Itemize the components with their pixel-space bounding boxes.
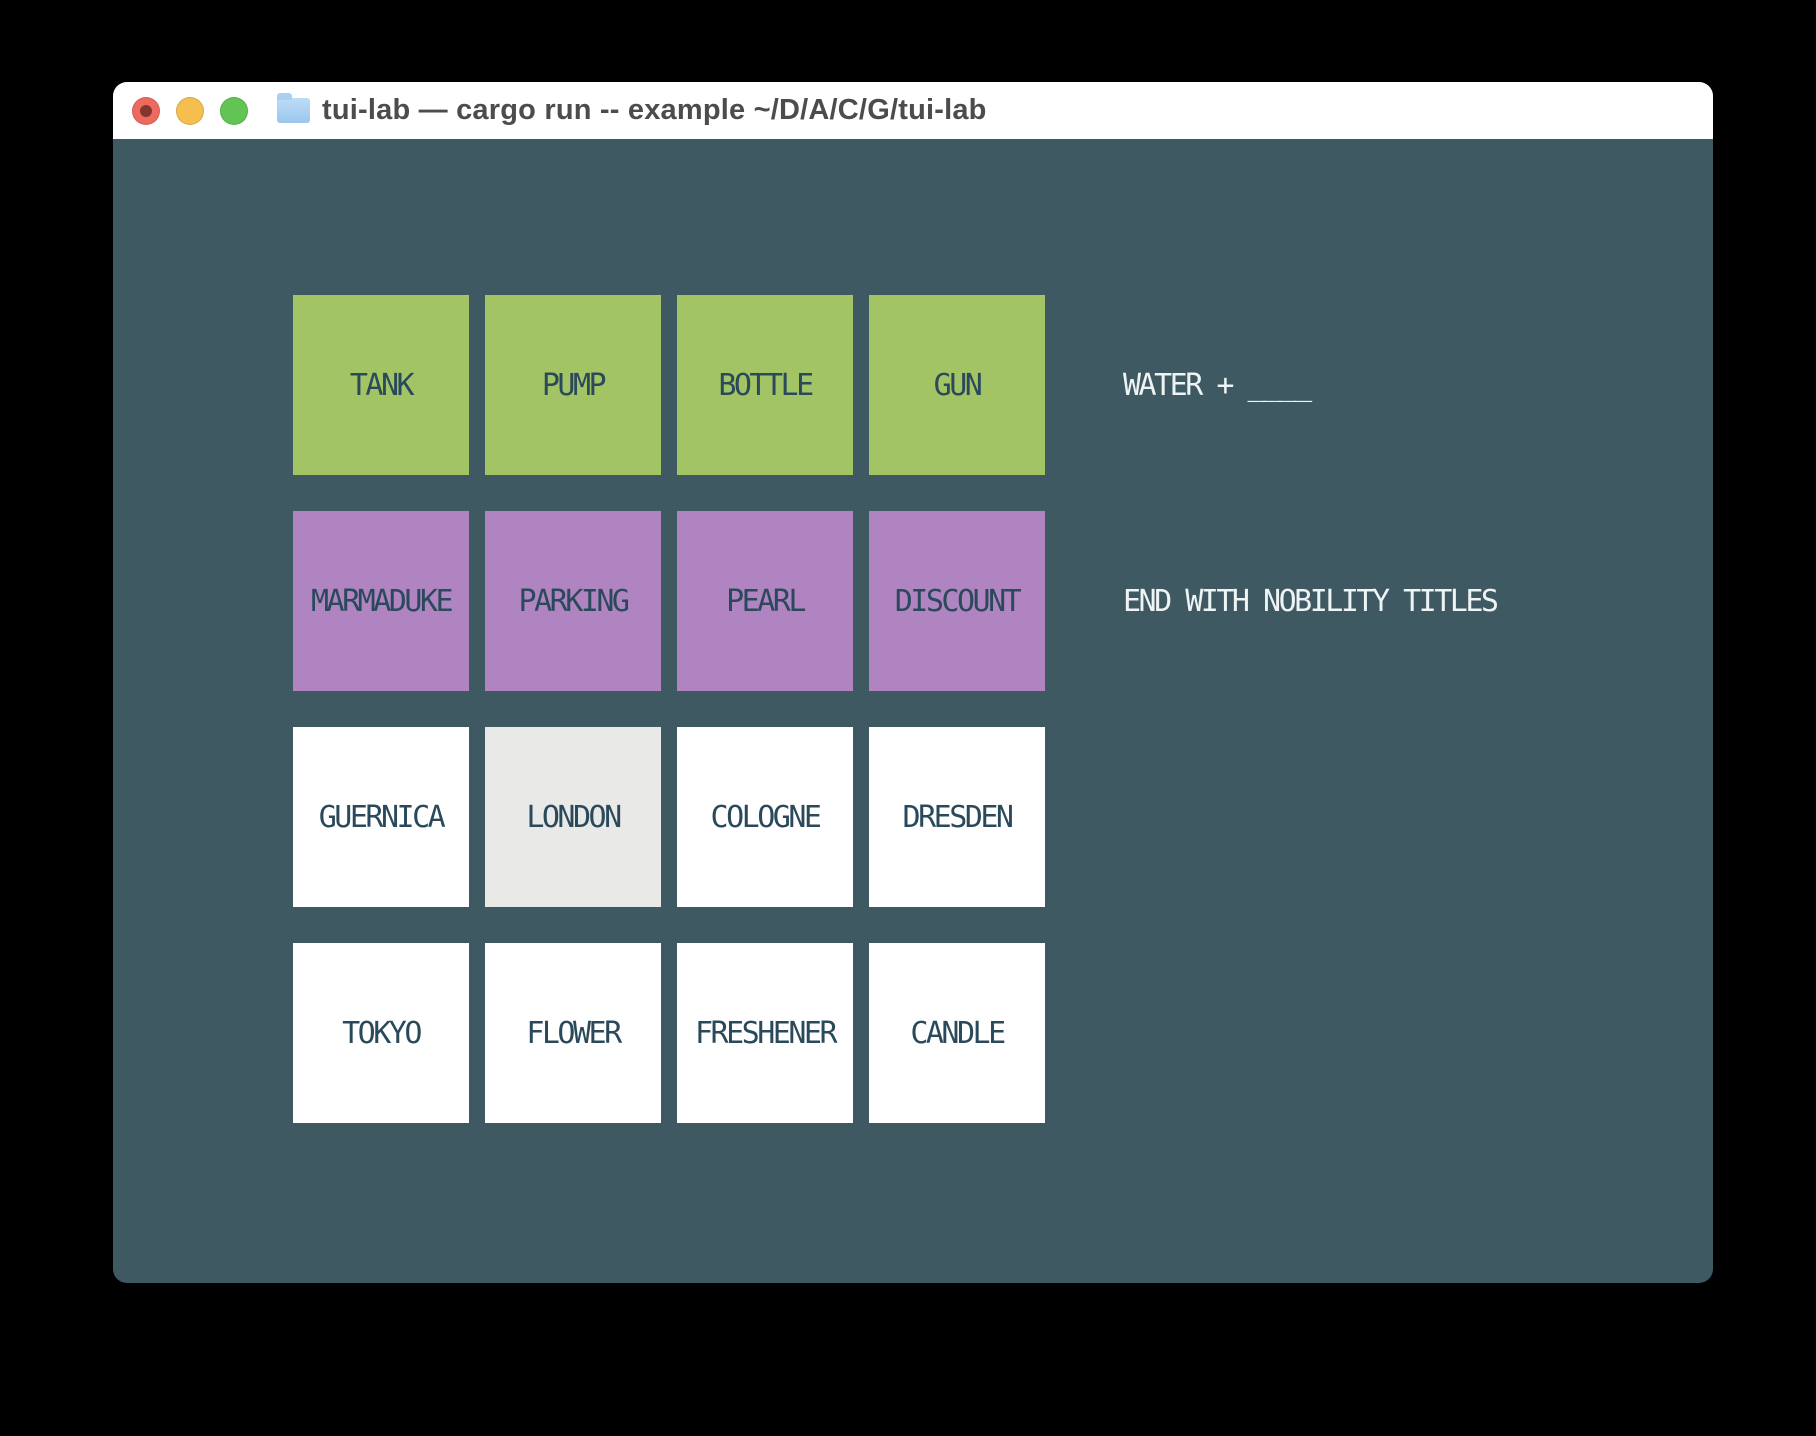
- tile-dresden[interactable]: DRESDEN: [869, 727, 1045, 907]
- tile-discount[interactable]: DISCOUNT: [869, 511, 1045, 691]
- tile-bottle[interactable]: BOTTLE: [677, 295, 853, 475]
- minimize-button[interactable]: [176, 96, 204, 125]
- tile-tank[interactable]: TANK: [293, 295, 469, 475]
- hint-nobility-group: END WITH NOBILITY TITLES: [1123, 583, 1499, 619]
- tile-pump[interactable]: PUMP: [485, 295, 661, 475]
- tile-flower[interactable]: FLOWER: [485, 943, 661, 1123]
- tile-marmaduke[interactable]: MARMADUKE: [293, 511, 469, 691]
- tile-cologne[interactable]: COLOGNE: [677, 727, 853, 907]
- puzzle-grid: TANK PUMP BOTTLE GUN MARMADUKE PARKING P…: [293, 295, 1045, 1123]
- zoom-button[interactable]: [220, 96, 248, 125]
- close-button[interactable]: [132, 96, 160, 125]
- unsaved-indicator-dot: [140, 104, 152, 117]
- app-window: tui-lab — cargo run -- example ~/D/A/C/G…: [113, 82, 1713, 1283]
- tile-gun[interactable]: GUN: [869, 295, 1045, 475]
- tile-candle[interactable]: CANDLE: [869, 943, 1045, 1123]
- tile-tokyo[interactable]: TOKYO: [293, 943, 469, 1123]
- hint-water-group: WATER + ____: [1123, 367, 1312, 403]
- titlebar[interactable]: tui-lab — cargo run -- example ~/D/A/C/G…: [113, 82, 1713, 139]
- tile-london[interactable]: LONDON: [485, 727, 661, 907]
- tile-pearl[interactable]: PEARL: [677, 511, 853, 691]
- window-title: tui-lab — cargo run -- example ~/D/A/C/G…: [322, 94, 987, 126]
- tile-parking[interactable]: PARKING: [485, 511, 661, 691]
- tile-guernica[interactable]: GUERNICA: [293, 727, 469, 907]
- traffic-lights: [132, 82, 248, 139]
- folder-icon: [277, 93, 310, 123]
- tile-freshener[interactable]: FRESHENER: [677, 943, 853, 1123]
